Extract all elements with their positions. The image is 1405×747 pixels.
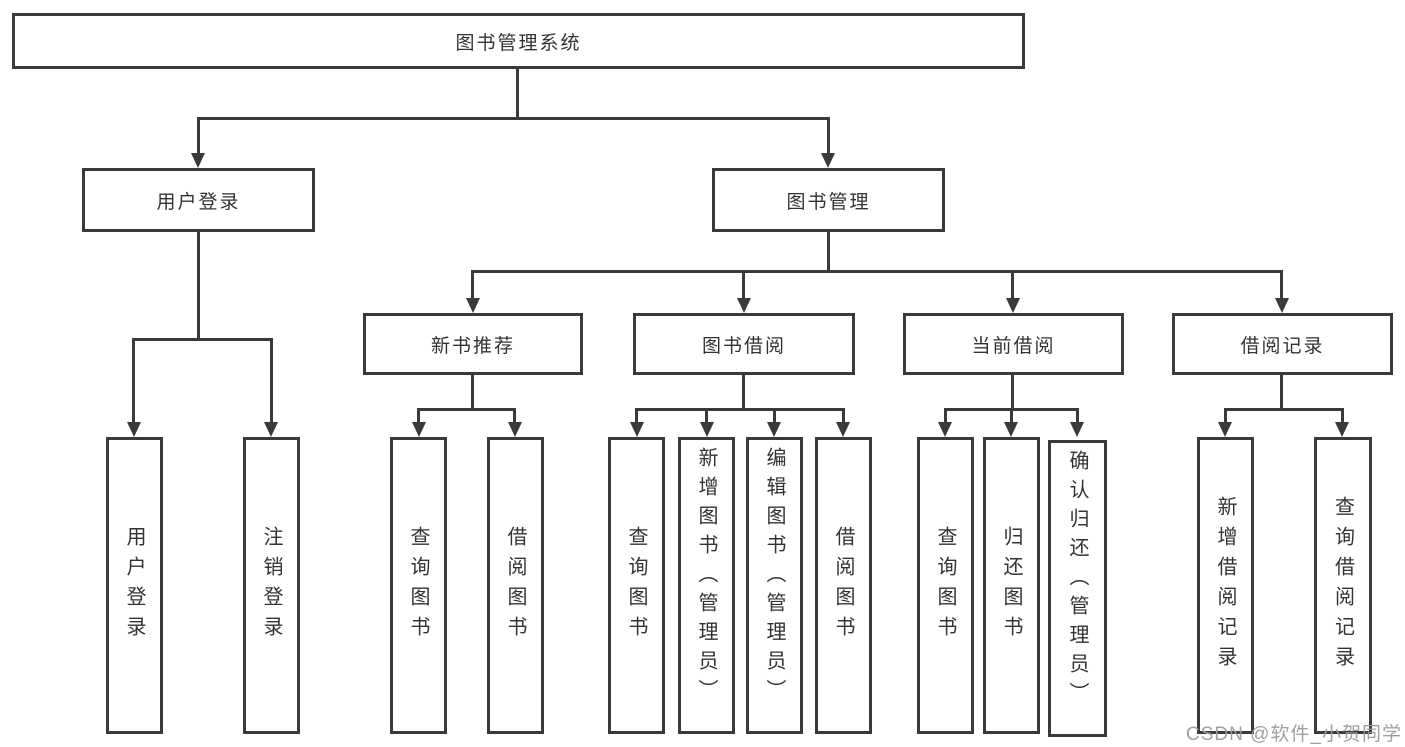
- connector-line: [132, 338, 135, 424]
- node-label: 图书管理系统: [455, 32, 582, 54]
- connector-line: [513, 408, 516, 424]
- node-label: 借阅图书: [832, 525, 854, 646]
- leaf-logout: 注销登录: [243, 437, 300, 734]
- leaf-return-books: 归还图书: [983, 437, 1040, 734]
- connector-line: [471, 270, 474, 301]
- connector-line: [270, 338, 273, 424]
- leaf-query-books: 查询图书: [608, 437, 665, 734]
- arrow-down-icon: [938, 422, 952, 437]
- connector-line: [1280, 270, 1283, 301]
- arrow-down-icon: [1335, 422, 1349, 437]
- arrow-down-icon: [821, 153, 835, 168]
- leaf-edit-books-admin: 编辑图书（管理员）: [746, 437, 803, 734]
- node-label: 借阅图书: [504, 525, 526, 646]
- node-root: 图书管理系统: [12, 13, 1025, 69]
- connector-line: [842, 408, 845, 424]
- arrow-down-icon: [1070, 422, 1084, 437]
- connector-line: [1280, 375, 1283, 411]
- node-borrow-records: 借阅记录: [1172, 313, 1393, 375]
- connector-line: [705, 408, 708, 424]
- arrow-down-icon: [466, 298, 480, 313]
- connector-line: [1011, 375, 1014, 411]
- node-label: 新增图书（管理员）: [695, 447, 717, 708]
- connector-line: [132, 338, 273, 341]
- arrow-down-icon: [836, 422, 850, 437]
- arrow-down-icon: [264, 422, 278, 437]
- node-label: 注销登录: [260, 525, 282, 646]
- node-label: 用户登录: [156, 191, 241, 213]
- node-label: 新书推荐: [430, 335, 515, 357]
- connector-line: [471, 270, 1283, 273]
- connector-line: [417, 408, 420, 424]
- connector-line: [1011, 270, 1014, 301]
- node-label: 图书借阅: [701, 335, 786, 357]
- node-label: 查询图书: [407, 525, 429, 646]
- node-label: 确认归还（管理员）: [1066, 450, 1088, 711]
- arrow-down-icon: [127, 422, 141, 437]
- connector-line: [1076, 408, 1079, 424]
- leaf-add-borrow-record: 新增借阅记录: [1197, 437, 1254, 734]
- arrow-down-icon: [412, 422, 426, 437]
- node-new-book-recommend: 新书推荐: [363, 313, 583, 375]
- connector-line: [742, 270, 745, 301]
- arrow-down-icon: [630, 422, 644, 437]
- node-book-borrow: 图书借阅: [633, 313, 855, 375]
- leaf-query-books: 查询图书: [390, 437, 447, 734]
- node-label: 查询图书: [934, 525, 956, 646]
- node-label: 图书管理: [786, 191, 871, 213]
- leaf-borrow-books: 借阅图书: [487, 437, 544, 734]
- connector-line: [1010, 408, 1013, 424]
- leaf-borrow-books: 借阅图书: [815, 437, 872, 734]
- arrow-down-icon: [737, 298, 751, 313]
- watermark: CSDN @软件_小贺同学: [1186, 724, 1402, 745]
- arrow-down-icon: [1275, 298, 1289, 313]
- connector-line: [1341, 408, 1344, 424]
- node-user-login: 用户登录: [82, 168, 315, 232]
- connector-line: [516, 68, 519, 120]
- connector-line: [1224, 408, 1227, 424]
- node-current-borrow: 当前借阅: [903, 313, 1124, 375]
- connector-line: [635, 408, 845, 411]
- connector-line: [827, 232, 830, 273]
- connector-line: [635, 408, 638, 424]
- arrow-down-icon: [1006, 298, 1020, 313]
- connector-line: [1224, 408, 1344, 411]
- arrow-down-icon: [1218, 422, 1232, 437]
- node-label: 归还图书: [1000, 525, 1022, 646]
- node-label: 查询借阅记录: [1331, 495, 1354, 676]
- node-label: 借阅记录: [1240, 335, 1325, 357]
- arrow-down-icon: [508, 422, 522, 437]
- connector-line: [197, 117, 830, 120]
- connector-line: [197, 117, 200, 156]
- node-label: 用户登录: [123, 525, 145, 646]
- node-label: 当前借阅: [971, 335, 1056, 357]
- arrow-down-icon: [191, 153, 205, 168]
- arrow-down-icon: [1004, 422, 1018, 437]
- leaf-add-books-admin: 新增图书（管理员）: [678, 437, 735, 734]
- leaf-confirm-return-admin: 确认归还（管理员）: [1048, 440, 1107, 737]
- node-label: 查询图书: [625, 525, 647, 646]
- leaf-query-books: 查询图书: [917, 437, 974, 734]
- connector-line: [197, 232, 200, 341]
- connector-line: [827, 117, 830, 156]
- connector-line: [944, 408, 947, 424]
- arrow-down-icon: [700, 422, 714, 437]
- arrow-down-icon: [767, 422, 781, 437]
- node-label: 编辑图书（管理员）: [763, 447, 785, 708]
- connector-line: [742, 375, 745, 411]
- leaf-query-borrow-record: 查询借阅记录: [1314, 437, 1372, 734]
- connector-line: [471, 375, 474, 411]
- leaf-user-login: 用户登录: [106, 437, 163, 734]
- node-book-management: 图书管理: [712, 168, 945, 232]
- connector-line: [417, 408, 516, 411]
- node-label: 新增借阅记录: [1214, 495, 1236, 676]
- connector-line: [773, 408, 776, 424]
